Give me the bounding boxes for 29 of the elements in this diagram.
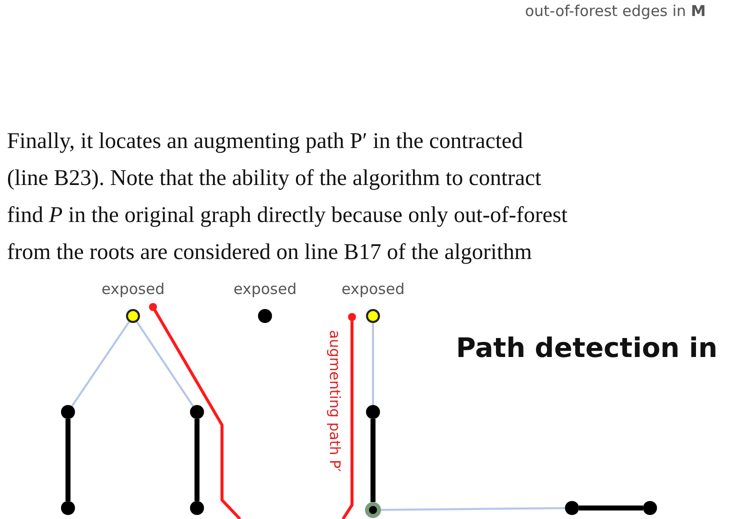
graph-edge	[579, 506, 643, 510]
vertex-dot	[61, 405, 75, 419]
paragraph-line: (line B23). Note that the ability of the algorithm to contract	[7, 165, 542, 191]
vertex-label: exposed	[234, 280, 297, 298]
figure-caption: out-of-forest edges in M	[525, 2, 706, 20]
vertex-dot	[61, 501, 75, 515]
graph-edge	[370, 419, 376, 502]
graph-edge	[372, 323, 374, 405]
paragraph-line: from the roots are considered on line B17 of the algorithm	[7, 239, 532, 265]
graph-edge	[136, 321, 194, 407]
graph-edge	[380, 507, 566, 511]
vertex-label: exposed	[342, 280, 405, 298]
graph-edge	[71, 321, 130, 407]
graph-edge	[66, 419, 70, 501]
vertex-dot	[258, 309, 272, 323]
vertex-dot	[190, 501, 204, 515]
figure-title: Path detection in	[456, 333, 718, 364]
vertex-dot	[366, 405, 380, 419]
vertex-dot	[365, 502, 381, 518]
paragraph-line: Finally, it locates an augmenting path P′ in the contracted	[7, 128, 523, 154]
vertex-dot	[643, 501, 657, 515]
vertex-label: exposed	[102, 280, 165, 298]
graph-edge	[194, 419, 200, 501]
vertex-dot	[366, 309, 380, 323]
vertex-dot	[565, 501, 579, 515]
vertex-dot	[190, 405, 204, 419]
path-label: augmenting path P′	[326, 330, 342, 472]
paragraph-line: find P in the original graph directly because only out-of-forest	[7, 202, 568, 228]
vertex-dot	[126, 309, 140, 323]
